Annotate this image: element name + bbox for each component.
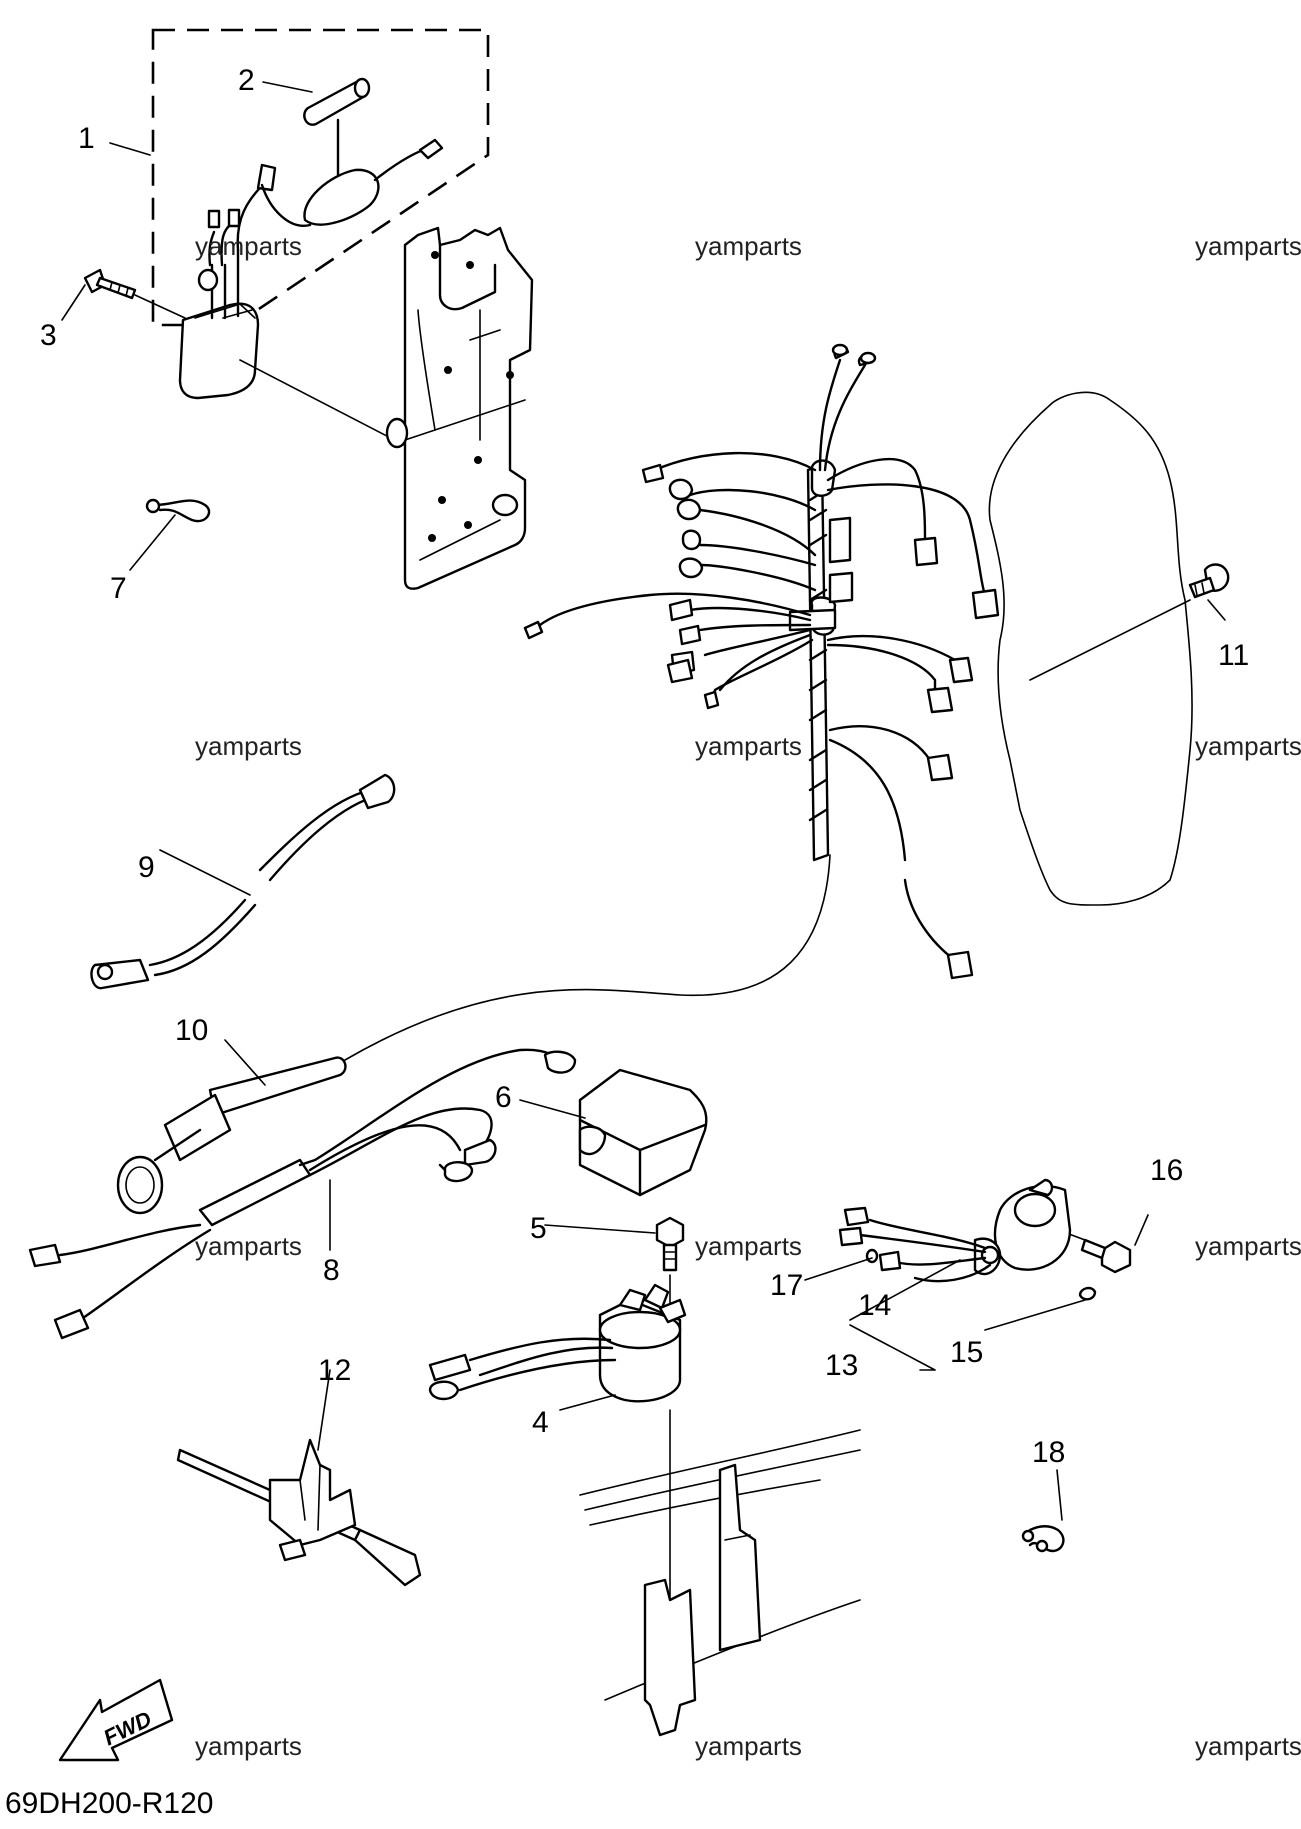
callout-1[interactable]: 1 (78, 122, 95, 155)
assembly-group-outline (151, 28, 490, 327)
engine-block-outline (988, 391, 1193, 906)
callout-4[interactable]: 4 (532, 1406, 549, 1439)
watermark: yamparts (1195, 1731, 1301, 1761)
part-cover[interactable] (578, 1068, 708, 1197)
forward-direction-arrow: FWD (58, 1678, 174, 1762)
callout-9[interactable]: 9 (138, 851, 155, 884)
callout-18[interactable]: 18 (1032, 1436, 1065, 1469)
callout-12[interactable]: 12 (318, 1354, 351, 1387)
part-o-ring[interactable] (865, 1248, 879, 1264)
part-bolt[interactable] (83, 268, 186, 319)
part-cable-holder[interactable] (176, 1438, 422, 1587)
leader-lines (61, 81, 1226, 1521)
callout-10[interactable]: 10 (175, 1014, 208, 1047)
part-rectifier-regulator[interactable] (178, 118, 521, 506)
callout-7[interactable]: 7 (110, 572, 127, 605)
callout-8[interactable]: 8 (323, 1254, 340, 1287)
callout-16[interactable]: 16 (1150, 1154, 1183, 1187)
callout-15[interactable]: 15 (950, 1336, 983, 1369)
part-starter-relay[interactable] (428, 1283, 687, 1611)
watermark: yamparts (1195, 1231, 1301, 1261)
watermark: yamparts (195, 1231, 302, 1261)
part-ground-lead[interactable] (90, 773, 396, 990)
callout-6[interactable]: 6 (495, 1081, 512, 1114)
callout-17[interactable]: 17 (770, 1269, 803, 1302)
watermark: yamparts (695, 731, 802, 761)
watermark: yamparts (195, 1731, 302, 1761)
part-relay-bolt[interactable] (655, 1216, 685, 1311)
mounting-bracket (385, 226, 534, 590)
part-clip[interactable] (145, 498, 211, 523)
watermark: yamparts (195, 231, 302, 261)
part-engine-bolt[interactable] (1029, 563, 1230, 681)
watermark: yamparts (195, 731, 302, 761)
callout-5[interactable]: 5 (530, 1212, 547, 1245)
part-extension-leads[interactable] (28, 1048, 577, 1340)
lower-mounting-detail (579, 1429, 861, 1737)
part-main-connector[interactable] (116, 1056, 347, 1215)
diagram-code: 69DH200-R120 (5, 1787, 213, 1820)
watermark: yamparts (695, 231, 802, 261)
watermark: yamparts (1195, 231, 1301, 261)
watermark: yamparts (695, 1731, 802, 1761)
callout-11[interactable]: 11 (1218, 639, 1249, 672)
callout-3[interactable]: 3 (40, 319, 57, 352)
callout-13[interactable]: 13 (825, 1349, 858, 1382)
watermark: yamparts (1195, 731, 1301, 761)
part-clamp[interactable] (1021, 1525, 1065, 1553)
callout-2[interactable]: 2 (238, 64, 255, 97)
part-sensor-assembly[interactable] (838, 1178, 1097, 1301)
callout-14[interactable]: 14 (858, 1289, 891, 1322)
part-fuse[interactable] (303, 77, 371, 126)
watermark: yamparts (695, 1231, 802, 1261)
part-wire-harness[interactable] (344, 343, 1000, 1061)
